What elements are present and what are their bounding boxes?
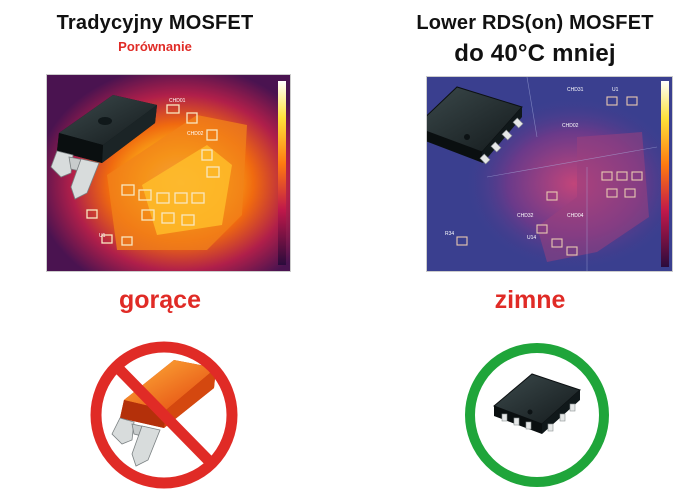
hot-thermal-image: CHD01 CHD02 U1 [46, 74, 291, 272]
right-title: Lower RDS(on) MOSFET [416, 12, 654, 34]
dpak-mosfet-icon [50, 95, 157, 200]
cool-label: zimne [494, 286, 566, 314]
thermal-label: CHD04 [567, 213, 584, 219]
left-title: Tradycyjny MOSFET [56, 12, 254, 34]
thermal-label: U1 [99, 233, 106, 239]
son-mosfet-icon [427, 86, 524, 165]
thermal-label: CHD31 [567, 87, 584, 93]
right-subtitle: do 40°C mniej [454, 40, 616, 67]
cool-thermal-image: CHD31 U1 CHD02 CHD32 U14 CHD04 R34 [426, 76, 673, 272]
thermal-label: U14 [527, 235, 536, 241]
thermal-label: CHD32 [517, 213, 534, 219]
cool-son-chip-icon [493, 373, 581, 434]
thermal-label: CHD02 [187, 131, 204, 137]
thermal-label: U1 [612, 87, 619, 93]
approved-ring-icon [465, 343, 609, 487]
left-subtitle: Porównanie [118, 39, 192, 54]
thermal-label: CHD01 [169, 98, 186, 104]
thermal-label: CHD02 [562, 123, 579, 129]
hot-label: gorące [119, 286, 201, 314]
prohibited-sign-icon [90, 341, 238, 489]
thermal-label: R34 [445, 231, 454, 237]
